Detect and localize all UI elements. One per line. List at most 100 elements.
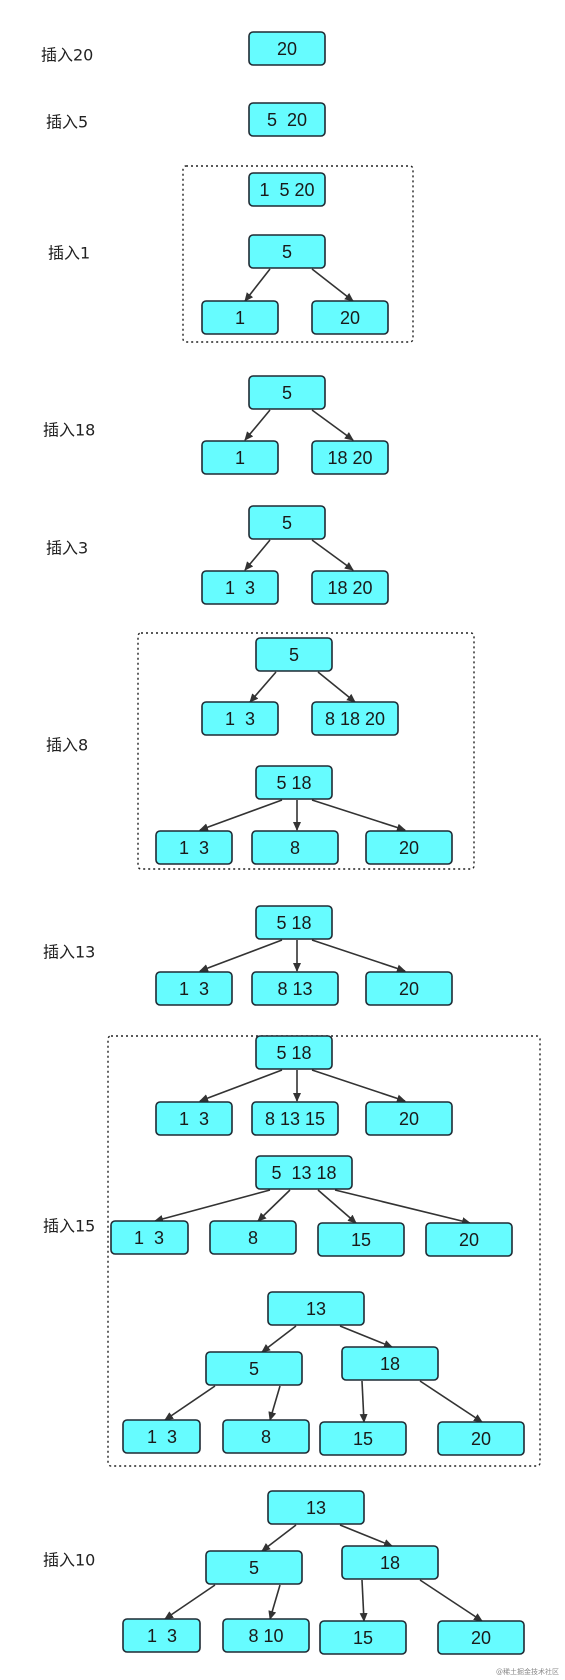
step-label-9: 插入10: [43, 1551, 95, 1570]
svg-text:20: 20: [459, 1230, 479, 1250]
tree-node: 8 10: [222, 1618, 310, 1653]
tree-node: 20: [248, 31, 326, 66]
tree-node: 5: [248, 234, 326, 269]
svg-text:18 20: 18 20: [327, 578, 372, 598]
svg-text:1 3: 1 3: [147, 1626, 177, 1646]
tree-node: 18: [341, 1545, 439, 1580]
svg-text:20: 20: [471, 1628, 491, 1648]
tree-node: 5 20: [248, 102, 326, 137]
svg-text:5: 5: [282, 242, 292, 262]
tree-node: 1 3: [122, 1618, 201, 1653]
svg-text:15: 15: [351, 1230, 371, 1250]
tree-node: 5 18: [255, 905, 333, 940]
svg-text:8: 8: [261, 1427, 271, 1447]
svg-text:1 3: 1 3: [179, 1109, 209, 1129]
tree-node: 1: [201, 440, 279, 475]
tree-node: 1 3: [122, 1419, 201, 1454]
svg-text:5: 5: [289, 645, 299, 665]
tree-node: 5: [255, 637, 333, 672]
tree-node: 18 20: [311, 440, 389, 475]
tree-node: 5: [248, 375, 326, 410]
svg-text:1 3: 1 3: [134, 1228, 164, 1248]
svg-text:5 18: 5 18: [276, 773, 311, 793]
tree-node: 18: [341, 1346, 439, 1381]
tree-node: 8 18 20: [311, 701, 399, 736]
svg-text:18 20: 18 20: [327, 448, 372, 468]
group-box-insert-15: [107, 1035, 541, 1467]
svg-text:8 18 20: 8 18 20: [325, 709, 385, 729]
svg-text:5: 5: [249, 1359, 259, 1379]
tree-node: 20: [311, 300, 389, 335]
svg-text:1 3: 1 3: [147, 1427, 177, 1447]
svg-text:8 13: 8 13: [277, 979, 312, 999]
svg-text:8 13 15: 8 13 15: [265, 1109, 325, 1129]
svg-text:1 3: 1 3: [225, 709, 255, 729]
tree-node: 8 13: [251, 971, 339, 1006]
tree-node: 1: [201, 300, 279, 335]
tree-node: 1 3: [155, 830, 233, 865]
svg-text:8 10: 8 10: [248, 1626, 283, 1646]
svg-text:15: 15: [353, 1429, 373, 1449]
tree-node: 5: [205, 1550, 303, 1585]
tree-node: 1 5 20: [248, 172, 326, 207]
svg-text:8: 8: [248, 1228, 258, 1248]
tree-node: 1 3: [155, 1101, 233, 1136]
group-box-insert-1: [182, 165, 414, 343]
step-label-1: 插入20: [41, 46, 93, 65]
svg-text:5 18: 5 18: [276, 913, 311, 933]
tree-node: 5 18: [255, 1035, 333, 1070]
svg-text:1 3: 1 3: [179, 979, 209, 999]
svg-text:20: 20: [399, 979, 419, 999]
tree-node: 20: [365, 830, 453, 865]
svg-text:5: 5: [282, 513, 292, 533]
group-box-insert-8: [137, 632, 475, 870]
svg-text:5 20: 5 20: [267, 110, 307, 130]
tree-node: 13: [267, 1291, 365, 1326]
svg-text:20: 20: [399, 1109, 419, 1129]
tree-node: 13: [267, 1490, 365, 1525]
svg-text:20: 20: [277, 39, 297, 59]
step-label-7: 插入13: [43, 943, 95, 962]
svg-text:1 3: 1 3: [225, 578, 255, 598]
svg-text:20: 20: [340, 308, 360, 328]
svg-text:1: 1: [235, 448, 245, 468]
svg-text:5 13 18: 5 13 18: [271, 1163, 336, 1183]
edges: [154, 268, 483, 1622]
tree-node: 20: [425, 1222, 513, 1257]
svg-text:20: 20: [471, 1429, 491, 1449]
svg-text:20: 20: [399, 838, 419, 858]
svg-text:5: 5: [249, 1558, 259, 1578]
step-label-3: 插入1: [48, 244, 90, 263]
svg-text:1: 1: [235, 308, 245, 328]
tree-node: 5 18: [255, 765, 333, 800]
step-label-4: 插入18: [43, 421, 95, 440]
tree-node: 5: [205, 1351, 303, 1386]
step-label-2: 插入5: [46, 113, 88, 132]
tree-node: 8: [251, 830, 339, 865]
svg-text:1 5 20: 1 5 20: [259, 180, 314, 200]
svg-text:5: 5: [282, 383, 292, 403]
svg-text:13: 13: [306, 1498, 326, 1518]
tree-node: 18 20: [311, 570, 389, 605]
tree-node: 15: [319, 1421, 407, 1456]
tree-node: 8: [222, 1419, 310, 1454]
tree-node: 20: [365, 971, 453, 1006]
tree-node: 20: [437, 1620, 525, 1655]
step-label-5: 插入3: [46, 539, 88, 558]
tree-node: 8 13 15: [251, 1101, 339, 1136]
tree-node: 15: [319, 1620, 407, 1655]
tree-node: 20: [365, 1101, 453, 1136]
tree-node: 1 3: [201, 570, 279, 605]
step-label-8: 插入15: [43, 1217, 95, 1236]
tree-node: 15: [317, 1222, 405, 1257]
tree-node: 8: [209, 1220, 297, 1255]
svg-text:1 3: 1 3: [179, 838, 209, 858]
svg-text:18: 18: [380, 1354, 400, 1374]
svg-text:8: 8: [290, 838, 300, 858]
tree-node: 1 3: [110, 1220, 189, 1255]
svg-text:5 18: 5 18: [276, 1043, 311, 1063]
tree-node: 1 3: [201, 701, 279, 736]
svg-text:15: 15: [353, 1628, 373, 1648]
tree-node: 5: [248, 505, 326, 540]
